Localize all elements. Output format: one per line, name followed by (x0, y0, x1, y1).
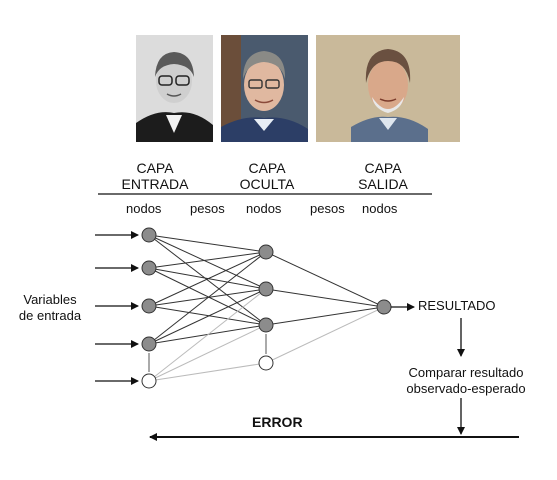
label-line: Comparar resultado (408, 365, 524, 380)
hidden-node-empty (258, 355, 274, 371)
subheader-weights: pesos (310, 201, 345, 216)
subheader-nodes: nodos (126, 201, 162, 216)
layer-header-line: CAPA (364, 160, 402, 176)
input-hidden-weights (148, 234, 267, 345)
weight-line (148, 267, 267, 326)
label-line: observado-esperado (406, 381, 526, 396)
error-label: ERROR (252, 414, 303, 430)
layer-header-line: CAPA (136, 160, 174, 176)
weight-line-faint (148, 362, 267, 382)
hidden-node (258, 317, 274, 333)
hidden-output-weights (265, 251, 385, 326)
photo-woman-glasses (136, 35, 213, 142)
subheader-weights: pesos (190, 201, 225, 216)
hidden-nodes (258, 244, 274, 333)
photo-man-glasses (221, 35, 308, 142)
weight-line (148, 288, 267, 345)
weight-line (265, 288, 385, 308)
hidden-node (258, 281, 274, 297)
layer-header-input: CAPA ENTRADA (100, 160, 210, 192)
input-node (141, 298, 157, 314)
weight-line (148, 251, 267, 307)
photo-man-beard (316, 35, 460, 142)
weight-line (148, 305, 267, 326)
subheader-nodes: nodos (246, 201, 282, 216)
layer-header-hidden: CAPA OCULTA (212, 160, 322, 192)
weight-line-faint (265, 306, 385, 364)
compare-label: Comparar resultado observado-esperado (392, 365, 540, 397)
weight-line (148, 234, 267, 290)
layer-header-line: SALIDA (358, 176, 408, 192)
weight-line (148, 234, 267, 326)
label-line: de entrada (18, 308, 82, 323)
weight-line (148, 234, 267, 253)
label-line: Variables (23, 292, 77, 307)
input-node (141, 260, 157, 276)
weight-line (265, 251, 385, 308)
layer-header-output: CAPA SALIDA (328, 160, 438, 192)
faint-weights (148, 288, 385, 382)
input-arrows (95, 231, 139, 385)
layer-header-line: OCULTA (239, 176, 295, 192)
output-node (376, 299, 392, 315)
input-node (141, 227, 157, 243)
input-nodes (141, 227, 157, 352)
layer-header-line: ENTRADA (121, 176, 189, 192)
input-node-empty (141, 373, 157, 389)
result-label: RESULTADO (418, 298, 496, 313)
weight-line-faint (148, 324, 267, 382)
input-variables-label: Variables de entrada (8, 292, 92, 324)
weight-line-faint (148, 288, 267, 382)
weight-line (148, 251, 267, 269)
hidden-node (258, 244, 274, 260)
input-node (141, 336, 157, 352)
subheader-nodes: nodos (362, 201, 398, 216)
weight-line (148, 251, 267, 345)
layer-header-line: CAPA (248, 160, 286, 176)
weight-line (265, 306, 385, 326)
